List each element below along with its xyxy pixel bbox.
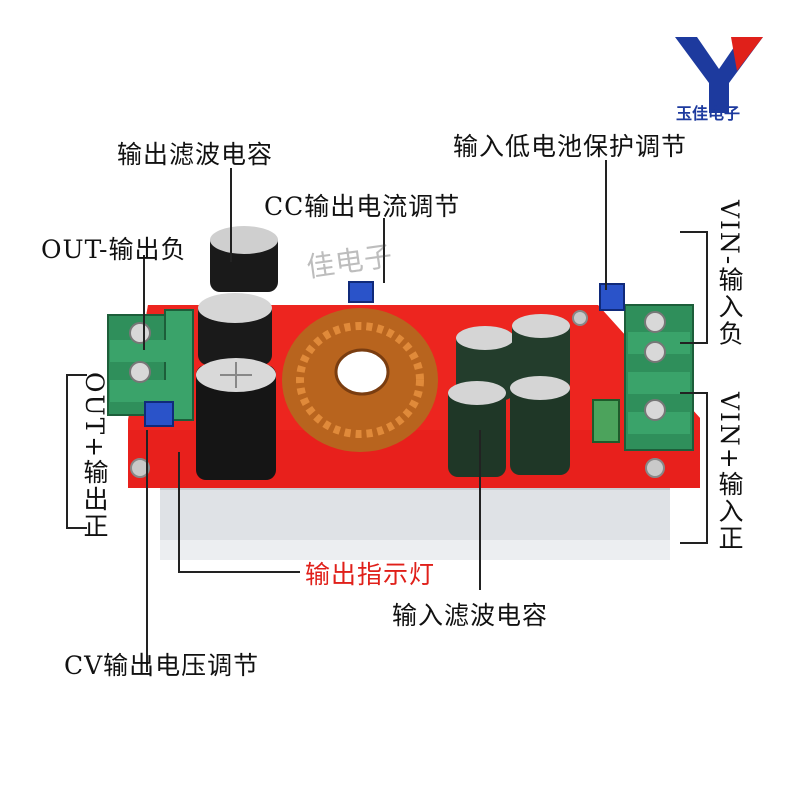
trim-potentiometers: [144, 281, 625, 427]
brand-name: 玉佳电子: [676, 104, 741, 123]
label-cv-adjust: CV输出电压调节: [64, 651, 260, 680]
label-vin-minus: VIN-输入负: [715, 200, 744, 348]
label-input-filter-cap: 输入滤波电容: [392, 601, 549, 630]
callout-lines: [66, 160, 708, 672]
indicator-led: [592, 399, 620, 443]
label-out-minus: OUT-输出负: [41, 235, 187, 264]
label-low-battery-protect: 输入低电池保护调节: [453, 132, 688, 161]
label-output-indicator: 输出指示灯: [305, 560, 436, 589]
label-vin-plus: VIN+输入正: [715, 392, 744, 552]
brand-logo: [675, 37, 763, 113]
output-capacitors: [196, 226, 278, 480]
input-capacitors: [448, 314, 570, 477]
label-output-filter-cap: 输出滤波电容: [117, 140, 274, 169]
label-cc-adjust: CC输出电流调节: [264, 192, 461, 221]
label-out-plus: OUT+输出正: [80, 372, 109, 541]
heatsink: [160, 478, 670, 560]
toroid-inductor: [282, 308, 438, 452]
input-terminal-block: [624, 304, 694, 451]
